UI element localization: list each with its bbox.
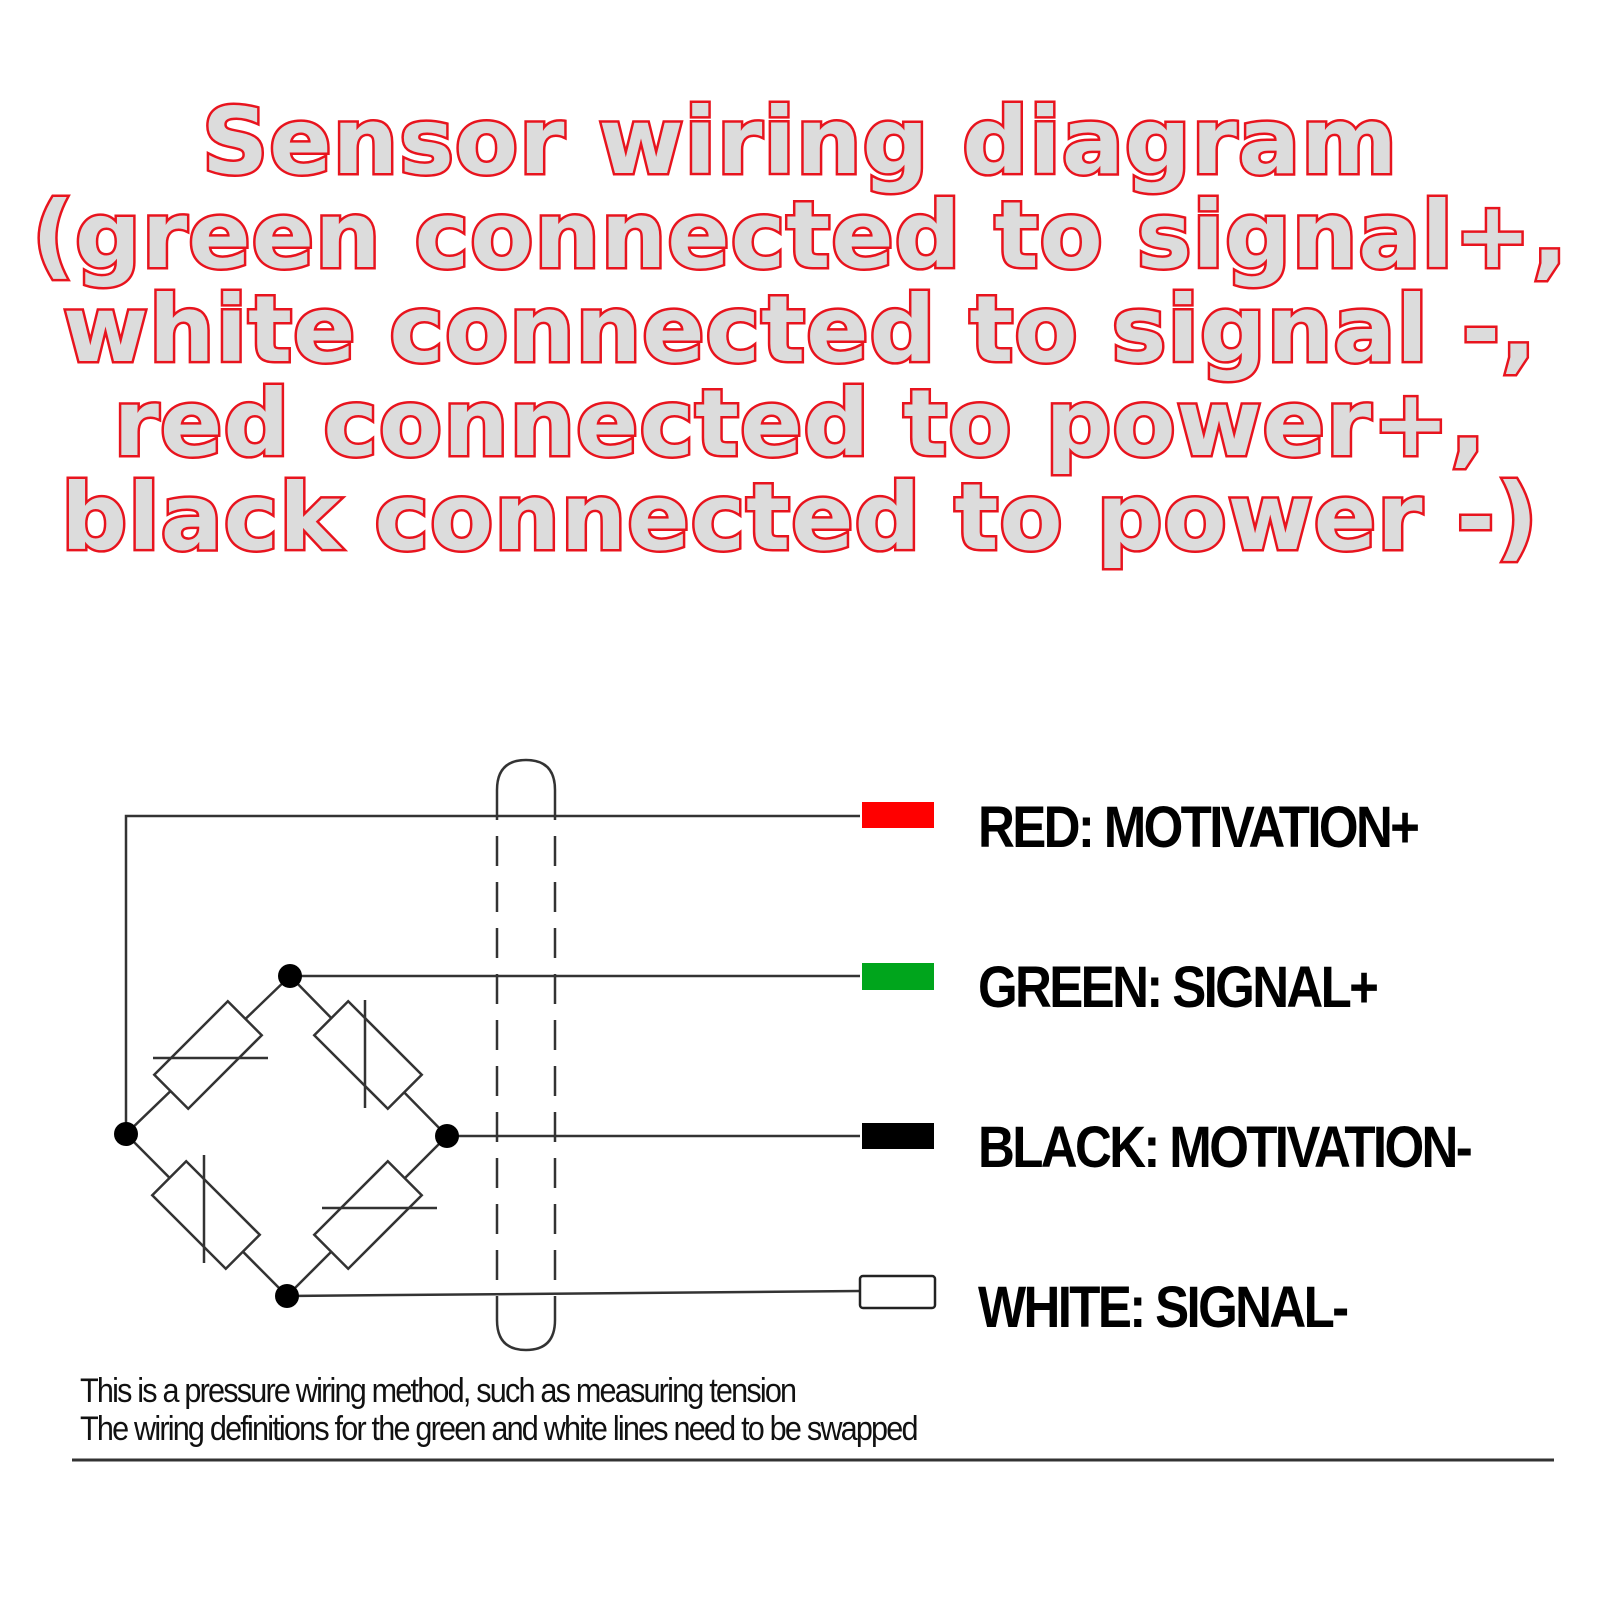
strain-gauge-resistor-top-right: [312, 999, 424, 1111]
bridge-node-right: [435, 1124, 459, 1148]
bridge-node-left: [114, 1122, 138, 1146]
signal-minus-wire: [286, 1289, 861, 1298]
strain-gauge-resistor-bottom-left: [150, 1159, 262, 1271]
excitation-plus-wire: [124, 814, 860, 1126]
title-line-3: white connected to signal -,: [61, 276, 1539, 383]
wire-label-white: WHITE: SIGNAL-: [978, 1275, 1349, 1340]
bridge-node-top: [278, 964, 302, 988]
strain-gauge-resistor-top-left: [152, 999, 264, 1111]
note-line-1: This is a pressure wiring method, such a…: [80, 1372, 797, 1410]
red-wire-block: [862, 802, 934, 828]
note-line-2: The wiring definitions for the green and…: [80, 1410, 919, 1448]
green-wire-block: [862, 963, 934, 990]
black-wire-block: [862, 1123, 934, 1149]
wire-label-green: GREEN: SIGNAL+: [978, 955, 1379, 1020]
diagram-title: Sensor wiring diagram (green connected t…: [0, 88, 1600, 571]
wire-label-red: RED: MOTIVATION+: [978, 795, 1420, 860]
title-line-2: (green connected to signal+,: [29, 182, 1569, 289]
title-line-4: red connected to power+,: [111, 370, 1488, 477]
wire-label-black: BLACK: MOTIVATION-: [978, 1115, 1473, 1180]
strain-gauge-resistor-bottom-right: [312, 1159, 424, 1271]
bridge-node-bottom: [275, 1284, 299, 1308]
title-line-1: Sensor wiring diagram: [200, 88, 1400, 195]
white-wire-block: [858, 1274, 937, 1310]
wheatstone-bridge: [125, 975, 448, 1297]
title-line-5: black connected to power -): [59, 464, 1540, 571]
cable-sheath: [495, 758, 557, 1352]
